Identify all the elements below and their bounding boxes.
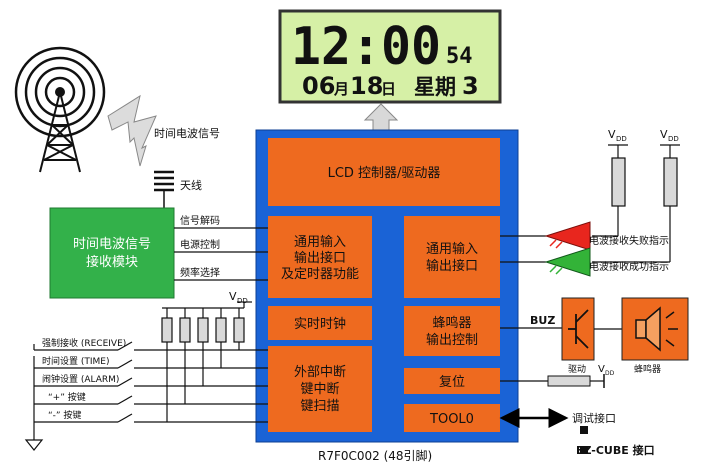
ez-cube-label: EZ-CUBE 接口 xyxy=(576,443,655,457)
receiver-module xyxy=(49,207,175,299)
lcd-display: 12:00 54 06 月 18 日 星期 3 xyxy=(278,9,502,104)
line-label-decode: 信号解码 xyxy=(180,214,220,227)
line-label-power: 电源控制 xyxy=(180,238,220,251)
radio-tower-icon xyxy=(14,46,106,173)
led-success-label: 电波接收成功指示 xyxy=(589,260,669,273)
buzzer-ctrl-block xyxy=(404,306,500,356)
reset-resistor xyxy=(547,375,591,387)
vdd-reset-v: V xyxy=(598,364,605,375)
mcu-chip-name: R7F0C002 (48引脚) xyxy=(318,448,432,463)
lcd-weekday-label: 星期 xyxy=(414,75,456,99)
ext-int-line3: 键扫描 xyxy=(300,399,339,414)
vdd-right2-v: V xyxy=(660,128,668,141)
buz-label: BUZ xyxy=(530,314,555,327)
key-plus-label: “+” 按键 xyxy=(48,391,86,403)
lcd-seconds: 54 xyxy=(446,44,473,69)
buzzer-ctrl-line1: 蜂鸣器 xyxy=(432,315,471,331)
lcd-time: 12:00 xyxy=(291,17,441,77)
gpio-timer-block xyxy=(268,216,372,298)
debug-label: 调试接口 xyxy=(572,412,616,425)
vdd-reset-sub: DD xyxy=(605,370,615,377)
lcd-controller-label: LCD 控制器/驱动器 xyxy=(328,166,441,181)
key-alarm-label: 闹钟设置 (ALARM) xyxy=(42,373,119,385)
transistor-icon xyxy=(568,309,589,349)
lightning-icon xyxy=(107,94,157,167)
gpio-right-line2: 输出接口 xyxy=(426,258,478,274)
buzzer-ctrl-line2: 输出控制 xyxy=(426,332,478,348)
rtc-block xyxy=(268,306,372,340)
led-rays xyxy=(549,239,563,249)
radio-signal-label: 时间电波信号 xyxy=(154,127,220,140)
key-receive-label: 强制接收 (RECEIVE) xyxy=(42,337,126,349)
led-rays-green xyxy=(549,265,563,275)
gpio-timer-line3: 及定时器功能 xyxy=(281,267,359,282)
led-fail-label: 电波接收失败指示 xyxy=(589,234,669,247)
lcd-day: 18 xyxy=(350,72,383,100)
lcd-weekday-num: 3 xyxy=(462,72,479,100)
ext-int-block xyxy=(268,346,372,432)
line-label-freq: 频率选择 xyxy=(180,266,220,279)
rtc-label: 实时时钟 xyxy=(294,316,346,332)
driver-label: 驱动 xyxy=(568,364,586,375)
tool0-block xyxy=(404,404,500,432)
key-switches xyxy=(33,341,268,428)
gpio-timer-line1: 通用输入 xyxy=(294,234,346,250)
vdd-left-v: V xyxy=(229,290,237,303)
antenna-label: 天线 xyxy=(180,178,202,192)
ground-icon xyxy=(24,428,44,451)
ext-int-line1: 外部中断 xyxy=(294,365,346,380)
vdd-left-sub: DD xyxy=(237,297,248,305)
connector-icon xyxy=(580,426,588,454)
speaker-label: 蜂鸣器 xyxy=(634,363,661,375)
reset-label: 复位 xyxy=(439,375,465,390)
vdd-right1-v: V xyxy=(608,128,616,141)
key-minus-label: “-” 按键 xyxy=(48,409,81,421)
gpio-right-line1: 通用输入 xyxy=(426,241,478,257)
vdd-right2-sub: DD xyxy=(668,135,679,143)
gpio-timer-line2: 输出接口 xyxy=(294,250,346,266)
key-time-label: 时间设置 (TIME) xyxy=(42,355,110,367)
ext-int-line2: 键中断 xyxy=(300,382,339,397)
lcd-month-char: 月 xyxy=(333,80,349,98)
gpio-right-block xyxy=(404,216,500,298)
tool0-label: TOOL0 xyxy=(429,412,474,427)
antenna-icon xyxy=(154,170,174,208)
vdd-right1-sub: DD xyxy=(616,135,627,143)
led-fail-icon xyxy=(544,221,591,251)
lcd-controller-block xyxy=(268,138,500,206)
speaker-icon xyxy=(635,306,678,352)
lcd-day-char: 日 xyxy=(381,80,396,98)
receiver-module-line2: 接收模块 xyxy=(86,254,138,270)
lcd-month: 06 xyxy=(302,72,335,100)
driver-block xyxy=(561,297,595,361)
led-success-icon xyxy=(544,247,591,277)
module-signal-lines xyxy=(174,227,268,281)
lcd-arrow xyxy=(363,103,399,131)
led-resistors xyxy=(500,144,680,263)
receiver-module-line1: 时间电波信号 xyxy=(73,237,151,252)
reset-block xyxy=(404,368,500,394)
pullup-resistors xyxy=(161,301,252,422)
